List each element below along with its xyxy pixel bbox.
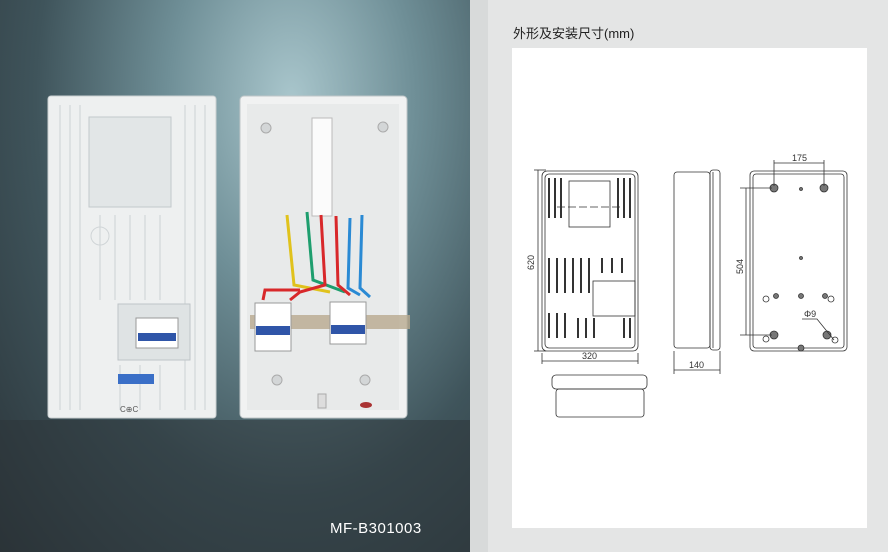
- dim-hole-diameter: Φ9: [804, 309, 816, 319]
- closed-meter-box: C⊕C: [47, 95, 217, 419]
- drawing-title: 外形及安装尺寸(mm): [513, 26, 635, 41]
- dim-320: 320: [582, 351, 597, 361]
- product-photo: C⊕C: [0, 0, 470, 552]
- dim-175: 175: [792, 153, 807, 163]
- dimension-drawing: 620 320 140 175 504 Φ9: [512, 48, 867, 528]
- dim-504: 504: [735, 259, 745, 274]
- rear-view: [749, 170, 848, 352]
- svg-text:C⊕C: C⊕C: [120, 405, 138, 414]
- svg-text:504: 504: [735, 259, 745, 274]
- open-meter-box: [239, 95, 410, 419]
- front-view: [541, 170, 639, 352]
- dim-620: 620: [526, 255, 536, 270]
- dim-140: 140: [689, 360, 704, 370]
- side-view: [673, 169, 721, 351]
- bottom-view: [551, 374, 648, 418]
- page-gutter: [470, 0, 488, 552]
- model-number: MF-B301003: [330, 520, 422, 537]
- svg-text:620: 620: [526, 255, 536, 270]
